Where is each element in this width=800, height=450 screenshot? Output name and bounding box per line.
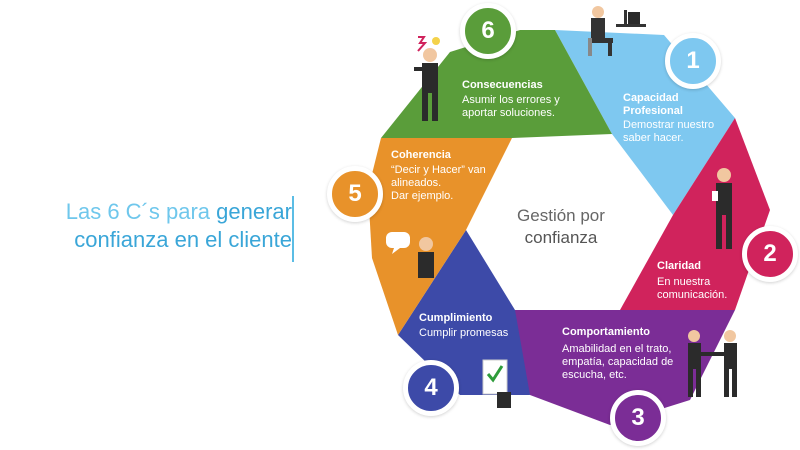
segment-6-desc: Asumir los errores y aportar soluciones. [462,94,560,119]
segment-4-title: Cumplimiento [419,312,493,324]
segment-1-title: Capacidad Profesional [623,92,683,117]
segment-consecuencias [381,30,612,138]
center-line2: confianza [524,228,598,247]
badge-6: 6 [460,3,516,59]
diagram-title: Las 6 C´s para generar confianza en el c… [40,198,292,254]
segment-claridad [620,118,770,310]
badge-5: 5 [327,166,383,222]
segment-comportamiento [500,310,735,425]
segment-coherencia [368,138,512,335]
checklist-icon [482,359,511,408]
badge-1: 1 [665,33,721,89]
person-with-bulb-icon [414,36,440,121]
badge-3: 3 [610,390,666,446]
segment-4-desc: Cumplir promesas [419,327,509,339]
segment-3-title: Comportamiento [562,326,650,338]
title-line2: confianza en el cliente [74,227,292,252]
badge-4: 4 [403,360,459,416]
speech-bubble-icon [386,232,434,278]
person-phone-icon [712,168,732,249]
center-line1: Gestión por [517,206,605,225]
segment-5-title: Coherencia [391,149,451,161]
segment-1-desc: Demostrar nuestro saber hacer. [623,119,715,144]
title-strong: generar [216,199,292,224]
title-divider [292,196,294,262]
person-at-desk-icon [588,6,646,56]
title-light: Las 6 C´s para [65,199,211,224]
segment-3-desc: Amabilidad en el trato, empatía, capacid… [562,343,674,381]
center-label: Gestión por confianza [498,205,624,249]
segment-6-title: Consecuencias [462,79,543,91]
segment-2-desc: En nuestra comunicación. [657,276,728,301]
badge-2: 2 [742,226,798,282]
segment-cumplimiento [398,230,530,395]
segment-2-title: Claridad [657,260,702,272]
segment-5-desc: “Decir y Hacer” van alineados. Dar ejemp… [391,164,486,202]
handshake-icon [688,330,737,397]
